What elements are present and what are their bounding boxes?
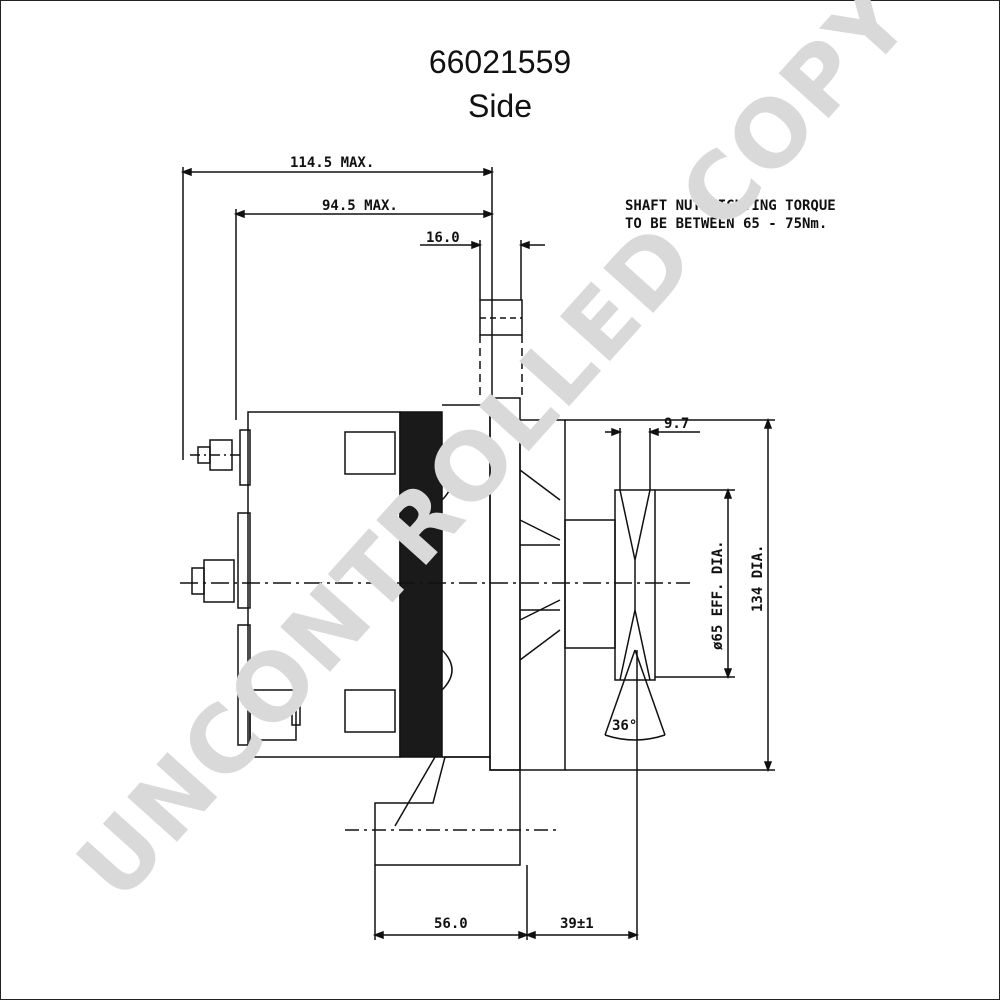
dim-mount-offsets xyxy=(372,865,640,940)
dim-flange xyxy=(420,240,545,300)
part-number-title: 66021559 xyxy=(428,44,572,80)
dim-pulley-dia xyxy=(655,487,735,680)
pulley xyxy=(564,489,656,681)
dim-text-groove-angle: 36° xyxy=(612,718,637,734)
dim-text-overall: 114.5 MAX. xyxy=(290,155,374,171)
dim-body-dia xyxy=(565,417,775,773)
mounting-foot xyxy=(345,756,560,866)
dim-text-pulley-dia: ø65 EFF. DIA. xyxy=(710,540,726,650)
uncontrolled-copy-watermark: UNCONTROLLED COPY xyxy=(57,0,932,920)
dim-groove-angle xyxy=(604,649,666,940)
torque-note-line1: SHAFT NUT TIGHTING TORQUE xyxy=(625,198,836,214)
dim-overall-max xyxy=(180,167,495,460)
dim-text-body-dia: 134 DIA. xyxy=(750,545,766,612)
view-label: Side xyxy=(467,88,533,124)
dim-body-max xyxy=(233,209,495,420)
dim-text-mount: 56.0 xyxy=(434,916,468,932)
dim-text-body: 94.5 MAX. xyxy=(322,198,398,214)
dim-text-pulley-offset: 39±1 xyxy=(560,916,594,932)
dim-pulley-width xyxy=(605,427,700,490)
torque-note-line2: TO BE BETWEEN 65 - 75Nm. xyxy=(625,216,827,232)
dim-text-pulley-width: 9.7 xyxy=(664,416,689,432)
dim-text-flange: 16.0 xyxy=(426,230,460,246)
top-bracket-lug xyxy=(479,299,523,400)
